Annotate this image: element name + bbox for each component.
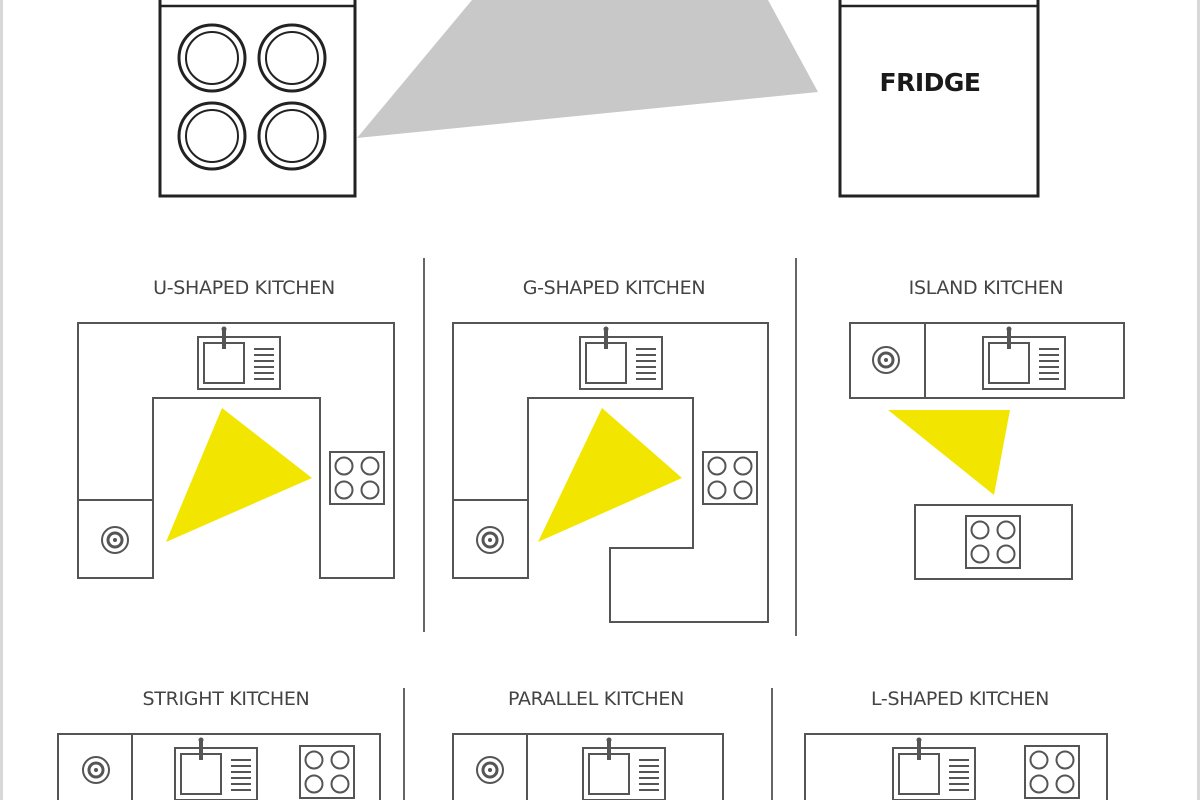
hob-icon — [965, 515, 1021, 569]
work-triangle — [166, 408, 312, 542]
header-triangle — [357, 0, 818, 138]
layout-title-parallel: PARALLEL KITCHEN — [508, 688, 684, 710]
hob-icon — [299, 745, 355, 799]
l-shaped-kitchen-plan — [804, 733, 1108, 800]
layout-title-g-shaped: G-SHAPED KITCHEN — [522, 277, 706, 299]
hob-icon — [329, 451, 385, 505]
layout-title-island: ISLAND KITCHEN — [908, 277, 1064, 299]
fridge-label: FRIDGE — [879, 68, 981, 97]
header-section — [158, 0, 1040, 198]
parallel-kitchen-plan — [452, 733, 724, 800]
hob-icon — [1024, 745, 1080, 799]
stove-icon — [158, 0, 357, 198]
left-frame-line — [0, 0, 3, 800]
fridge-icon — [838, 0, 1040, 198]
layout-title-u-shaped: U-SHAPED KITCHEN — [153, 277, 335, 299]
stright-kitchen-plan — [57, 733, 381, 800]
u-shaped-kitchen-plan — [77, 322, 395, 579]
work-triangle — [538, 408, 682, 542]
hob-icon — [702, 451, 758, 505]
island-kitchen-plan — [849, 322, 1125, 580]
right-frame-line — [1197, 0, 1200, 800]
layout-title-stright: STRIGHT KITCHEN — [142, 688, 310, 710]
g-shaped-kitchen-plan — [452, 322, 769, 623]
layout-title-l-shaped: L-SHAPED KITCHEN — [870, 688, 1050, 710]
work-triangle — [888, 410, 1010, 495]
